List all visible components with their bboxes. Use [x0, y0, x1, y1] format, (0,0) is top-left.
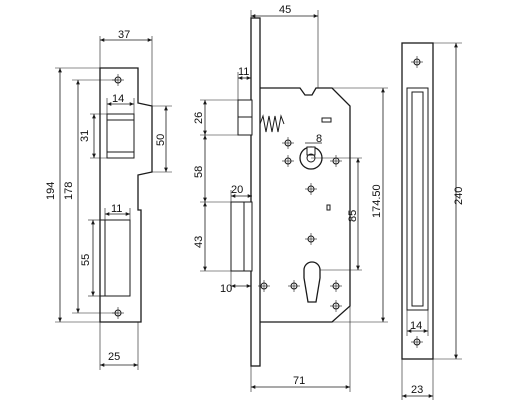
dim-bolt-height: 43	[193, 236, 205, 248]
lock-body-view	[230, 17, 351, 367]
dim-upper-offset: 58	[193, 166, 205, 178]
dim-strike-width: 37	[118, 29, 130, 41]
strike-plate-view	[99, 67, 153, 323]
dim-body-width: 71	[293, 375, 305, 387]
dim-latch-opening-height: 31	[79, 130, 91, 142]
faceplate-dimensions: 240 14 23	[401, 42, 465, 400]
dim-center-distance: 85	[347, 210, 359, 222]
dim-faceplate-inner-width: 14	[410, 320, 422, 332]
dim-faceplate-offset: 11	[238, 66, 249, 78]
lock-body-dimensions: 45 11 26 58 20 43 10 8 174.50 85 71	[193, 4, 388, 392]
dim-strike-bottom-width: 25	[108, 351, 120, 363]
dim-bolt-opening-height: 55	[80, 254, 92, 266]
dim-faceplate-height: 240	[453, 187, 465, 205]
cylinder-cutout	[303, 261, 321, 303]
dim-latch-zone-height: 50	[155, 134, 167, 146]
faceplate-view	[401, 42, 434, 360]
dim-bolt-detail: 10	[220, 283, 232, 295]
dim-strike-inner-height: 178	[63, 182, 75, 200]
dim-strike-total-height: 194	[45, 182, 57, 200]
dim-latch-opening-width: 14	[112, 93, 124, 105]
dim-backset: 45	[279, 4, 291, 16]
dim-body-height: 174.50	[371, 184, 383, 218]
mounting-holes	[258, 137, 342, 312]
dim-bolt-throw: 20	[231, 184, 243, 196]
strike-dimensions: 37 194 178 14 31 50 11 55 25	[45, 29, 172, 370]
dim-spindle-size: 8	[316, 133, 322, 145]
dim-latch-height: 26	[193, 112, 205, 124]
dim-faceplate-width: 23	[411, 384, 423, 396]
dim-bolt-opening-width: 11	[111, 203, 122, 215]
